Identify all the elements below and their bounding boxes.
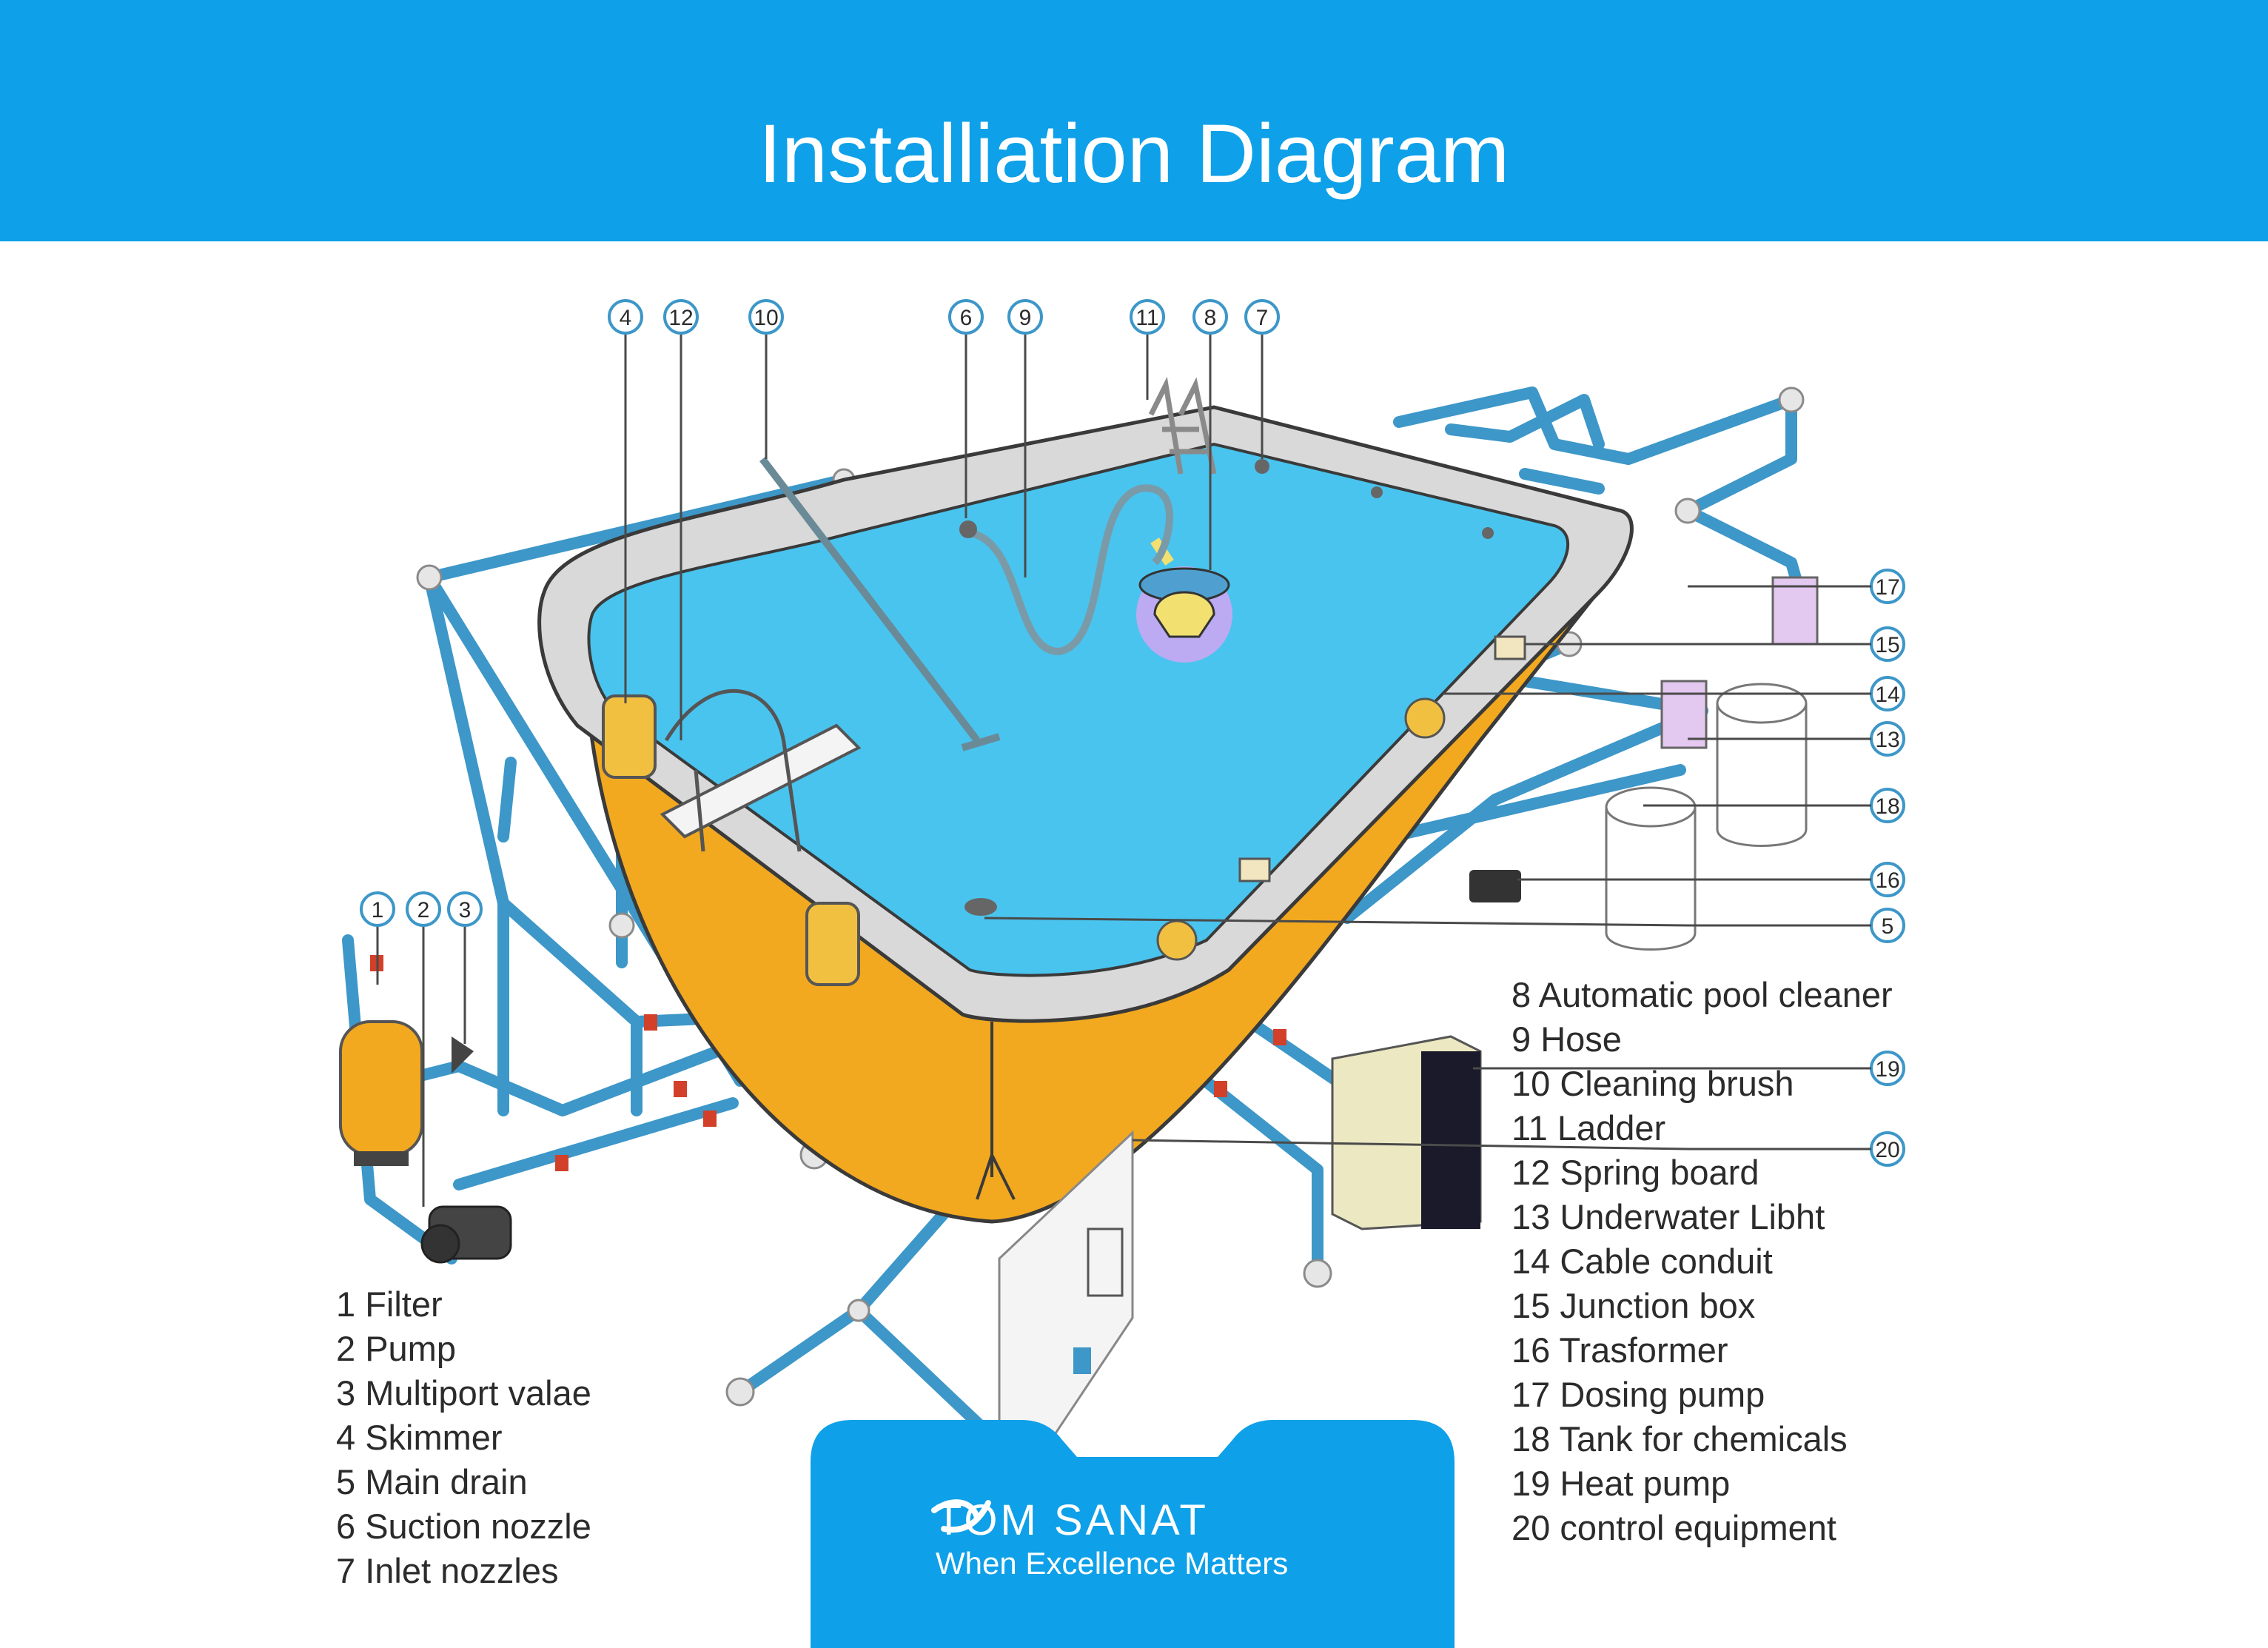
legend-left: 1 Filter 2 Pump 3 Multiport valae 4 Skim… — [336, 1282, 591, 1593]
transformer-unit — [1469, 870, 1521, 902]
pump-unit — [420, 1205, 512, 1264]
callout-16: 16 — [1875, 868, 1899, 893]
cleaning-brush — [759, 456, 1001, 751]
callout-10: 10 — [754, 306, 778, 330]
legend-item: 18 Tank for chemicals — [1512, 1419, 1848, 1458]
legend-right: 8 Automatic pool cleaner 9 Hose 10 Clean… — [1512, 973, 1893, 1550]
junction-box-fixture — [1494, 635, 1526, 660]
legend-item: 7 Inlet nozzles — [336, 1551, 559, 1590]
callout-17: 17 — [1875, 575, 1899, 600]
callout-3: 3 — [459, 898, 472, 922]
callout-8: 8 — [1204, 306, 1217, 330]
callout-6: 6 — [960, 306, 973, 330]
ladder — [1148, 376, 1217, 475]
callout-18: 18 — [1875, 794, 1899, 819]
brand-name: TOM SANAT — [936, 1496, 1209, 1544]
dosing-pumps — [1660, 576, 1819, 749]
pool-installation-diagram: 1 2 3 4 12 10 6 9 11 8 7 17 15 14 13 18 … — [339, 299, 1905, 1648]
legend-item: 11 Ladder — [1512, 1108, 1666, 1148]
legend-item: 6 Suction nozzle — [336, 1507, 591, 1546]
legend-item: 9 Hose — [1512, 1019, 1622, 1059]
brand-tagline: When Excellence Matters — [936, 1546, 1289, 1581]
legend-item: 4 Skimmer — [336, 1418, 503, 1457]
callout-11: 11 — [1135, 306, 1158, 330]
automatic-pool-cleaner — [1136, 537, 1232, 663]
skimmer-units — [602, 694, 860, 986]
legend-item: 15 Junction box — [1512, 1286, 1756, 1325]
callout-13: 13 — [1875, 728, 1899, 752]
pool-wall-seam — [976, 1022, 1016, 1200]
cleaner-hose — [968, 484, 1173, 656]
wall-nozzles — [959, 459, 1494, 916]
legend-item: 12 Spring board — [1512, 1153, 1759, 1192]
legend-item: 14 Cable conduit — [1512, 1242, 1773, 1281]
callout-19: 19 — [1875, 1057, 1899, 1082]
wall-fitting — [1238, 857, 1271, 882]
legend-item: 16 Trasformer — [1512, 1330, 1728, 1370]
callout-14: 14 — [1875, 683, 1899, 707]
legend-item: 3 Multiport valae — [336, 1373, 591, 1413]
spring-board — [660, 689, 862, 852]
brand-panel — [811, 1420, 1455, 1648]
legend-item: 5 Main drain — [336, 1462, 528, 1501]
filter-tank — [339, 1020, 474, 1166]
callout-1: 1 — [372, 898, 384, 922]
legend-item: 17 Dosing pump — [1512, 1375, 1765, 1414]
legend-item: 2 Pump — [336, 1329, 456, 1368]
legend-item: 10 Cleaning brush — [1512, 1064, 1794, 1103]
legend-item: 13 Underwater Libht — [1512, 1197, 1825, 1236]
callout-2: 2 — [417, 898, 430, 922]
callout-20: 20 — [1875, 1138, 1899, 1162]
pool — [537, 405, 1634, 1224]
callout-15: 15 — [1875, 633, 1899, 657]
callout-connectors — [1688, 585, 1871, 1150]
callout-4: 4 — [620, 306, 632, 330]
callout-9: 9 — [1019, 306, 1032, 330]
legend-item: 19 Heat pump — [1512, 1464, 1731, 1503]
heat-pump-unit — [1331, 1035, 1482, 1230]
callout-7: 7 — [1256, 306, 1269, 330]
brand-logo-icon — [931, 1499, 991, 1533]
callout-5: 5 — [1882, 914, 1894, 939]
control-panel — [998, 1130, 1134, 1453]
page-title: Installiation Diagram — [758, 107, 1510, 200]
header-banner — [0, 0, 2268, 241]
legend-item: 8 Automatic pool cleaner — [1512, 975, 1893, 1014]
callout-12: 12 — [668, 306, 693, 330]
legend-item: 20 control equipment — [1512, 1508, 1836, 1547]
legend-item: 1 Filter — [336, 1284, 443, 1324]
